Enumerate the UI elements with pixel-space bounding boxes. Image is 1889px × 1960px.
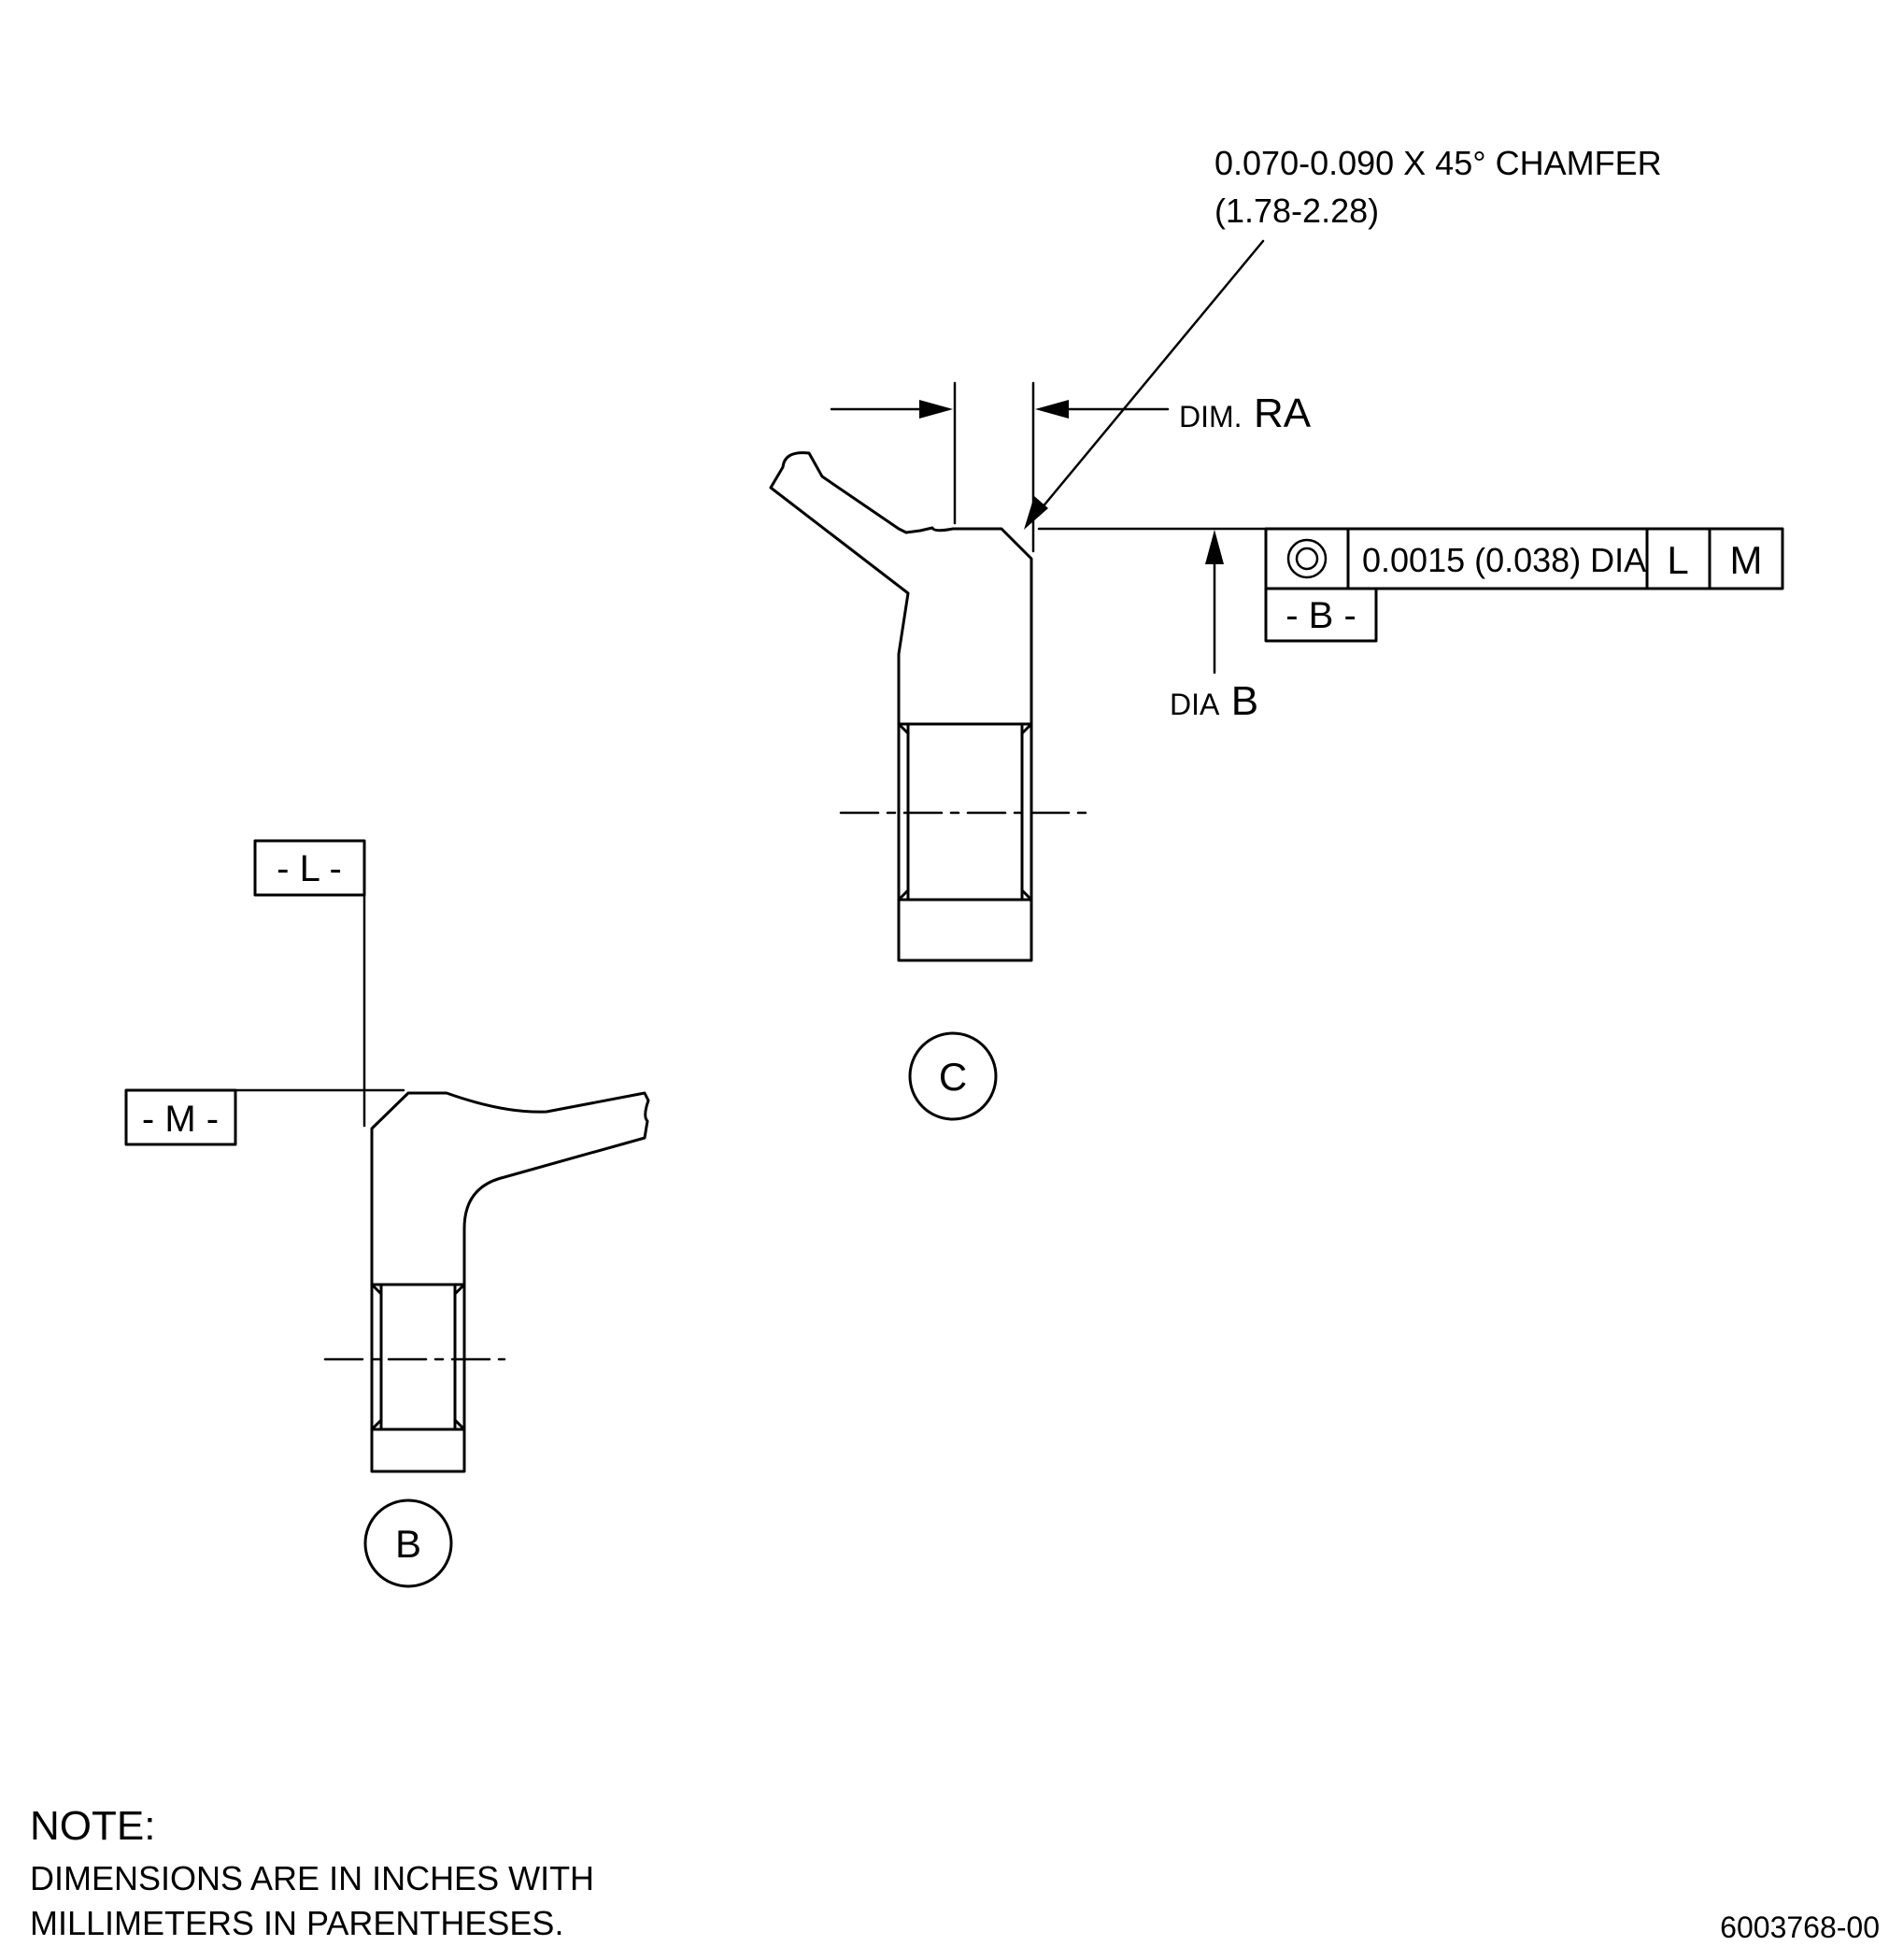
view-b-bore	[370, 1283, 466, 1431]
fcf-datum-l: L	[1667, 538, 1688, 582]
view-c-outline	[769, 451, 1033, 962]
dim-ra-value: RA	[1254, 391, 1312, 436]
view-b-label-circle	[363, 1498, 453, 1588]
note-line-2: MILLIMETERS IN PARENTHESES.	[30, 1904, 564, 1942]
datum-m-box	[124, 1088, 237, 1146]
chamfer-leader-line	[1030, 239, 1265, 521]
view-c-label-circle	[908, 1031, 998, 1121]
dim-ra-prefix: DIM.	[1179, 400, 1243, 433]
chamfer-arrowhead	[1024, 496, 1048, 530]
view-b-part	[370, 1091, 650, 1473]
dia-b-prefix: DIA	[1170, 688, 1220, 721]
dia-b-arrowhead	[1205, 530, 1224, 564]
datum-b-label: - B -	[1285, 595, 1356, 636]
datum-l-label: - L -	[277, 848, 342, 889]
view-c-label: C	[939, 1055, 967, 1099]
datum-b-box	[1264, 587, 1378, 643]
dia-b-value: B	[1231, 678, 1258, 724]
document-number: 6003768-00	[1720, 1910, 1880, 1944]
dim-ra-arrowhead-right	[1035, 400, 1069, 419]
note-title: NOTE:	[30, 1803, 156, 1849]
chamfer-callout-line1: 0.070-0.090 X 45° CHAMFER	[1214, 144, 1662, 182]
fcf-datum-m: M	[1730, 538, 1763, 582]
note-line-1: DIMENSIONS ARE IN INCHES WITH	[30, 1859, 595, 1897]
datum-m-label: - M -	[142, 1099, 219, 1140]
chamfer-callout-line2: (1.78-2.28)	[1214, 192, 1379, 230]
concentricity-icon	[1286, 538, 1328, 579]
dia-b-label: DIA B	[1170, 678, 1258, 724]
view-c-part	[769, 451, 1033, 962]
fcf-tolerance-text: 0.0015 (0.038) DIA	[1362, 541, 1646, 579]
view-b-outline	[370, 1091, 650, 1473]
dim-ra-label: DIM. RA	[1179, 391, 1312, 436]
datum-l-box	[253, 839, 366, 897]
dim-ra-arrowhead-left	[919, 400, 953, 419]
feature-control-frame	[1264, 527, 1784, 590]
view-b-label: B	[395, 1522, 421, 1566]
